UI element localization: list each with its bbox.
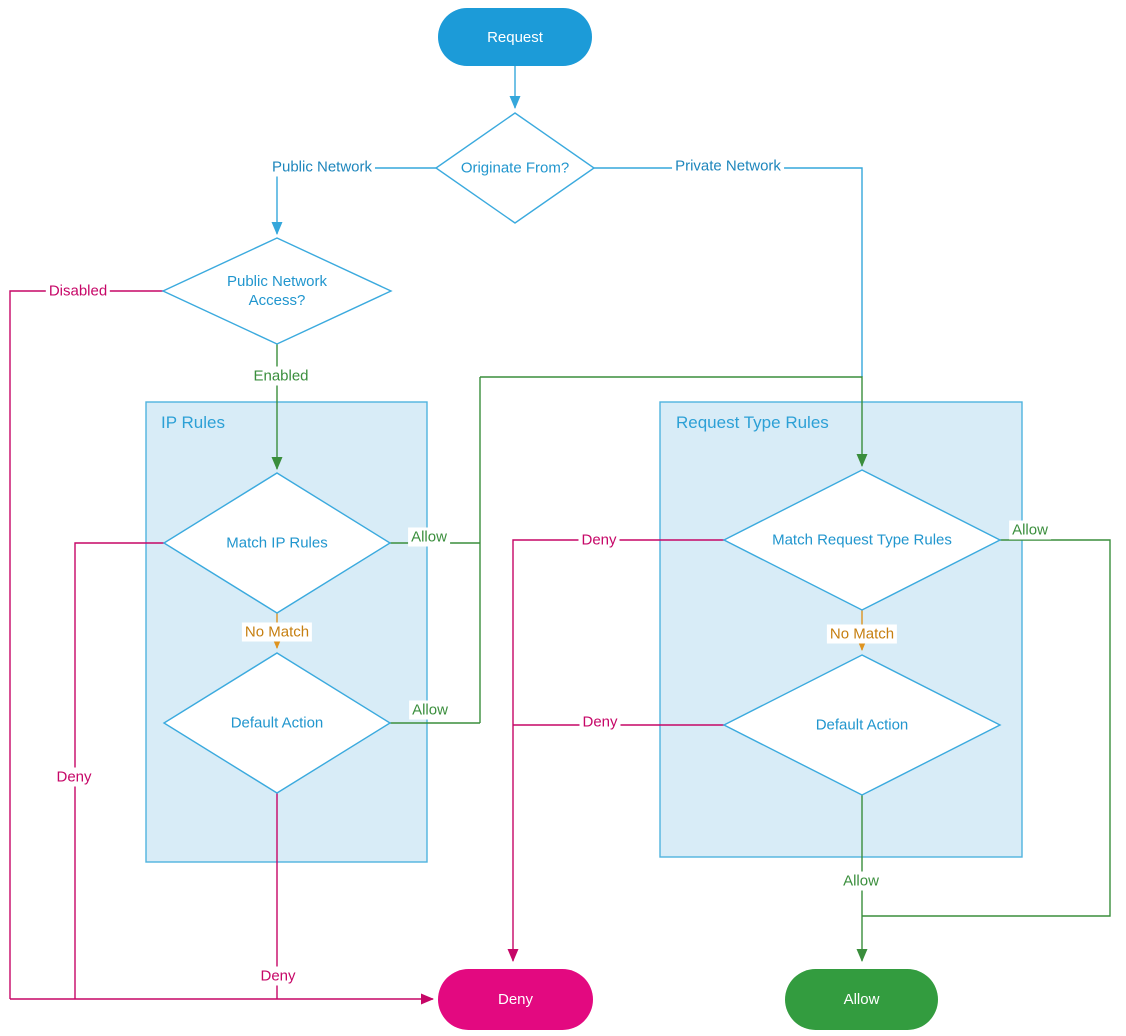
decision-default-action-rt-label: Default Action bbox=[815, 716, 909, 734]
edge-deny-match-rt bbox=[507, 539, 724, 962]
node-allow: Allow bbox=[785, 969, 938, 1030]
edge-label-deny-bottom: Deny bbox=[257, 966, 299, 986]
edge-label-public-network: Public Network bbox=[268, 157, 376, 177]
edge-disabled bbox=[9, 290, 165, 999]
edge-label-allow-match-rt: Allow bbox=[1009, 520, 1051, 540]
decision-match-ip-rules-label: Match IP Rules bbox=[226, 534, 328, 552]
decision-default-action-ip-label: Default Action bbox=[230, 714, 324, 732]
node-request: Request bbox=[438, 8, 592, 66]
decision-default-action-rt bbox=[722, 654, 1002, 796]
edge-private-network bbox=[593, 167, 863, 377]
request-type-rules-group-title: Request Type Rules bbox=[676, 413, 829, 432]
edge-label-deny-rail: Deny bbox=[53, 767, 95, 787]
edge-label-deny-match-rt: Deny bbox=[578, 530, 620, 550]
decision-originate-from-label: Originate From? bbox=[460, 159, 570, 177]
decision-public-network-access-label: Public Network Access? bbox=[226, 273, 328, 309]
decision-match-ip-rules bbox=[162, 472, 392, 614]
edge-label-private-network: Private Network bbox=[672, 156, 784, 176]
decision-match-request-type-rules bbox=[722, 469, 1002, 611]
decision-originate-from bbox=[434, 112, 596, 224]
edge-label-allow-default-rt: Allow bbox=[840, 871, 882, 891]
edge-label-disabled: Disabled bbox=[45, 281, 111, 301]
edge-allow-match-rt bbox=[862, 539, 1111, 917]
edge-label-allow-default-ip: Allow bbox=[409, 700, 451, 720]
edge-label-no-match-rt: No Match bbox=[826, 624, 898, 644]
decision-match-request-type-rules-label: Match Request Type Rules bbox=[772, 531, 952, 549]
decision-default-action-ip bbox=[162, 652, 392, 794]
edge-label-deny-default-rt: Deny bbox=[579, 712, 621, 732]
edge-label-enabled: Enabled bbox=[250, 366, 312, 386]
ip-rules-group-title: IP Rules bbox=[161, 413, 225, 432]
edge-public-network bbox=[271, 167, 437, 235]
edge-label-allow-match-ip: Allow bbox=[408, 527, 450, 547]
node-deny: Deny bbox=[438, 969, 593, 1030]
edge-deny-match-ip bbox=[74, 542, 164, 999]
decision-public-network-access bbox=[161, 237, 393, 345]
edge-label-no-match-ip: No Match bbox=[241, 622, 313, 642]
edge-allow-to-match-rt bbox=[480, 376, 868, 467]
